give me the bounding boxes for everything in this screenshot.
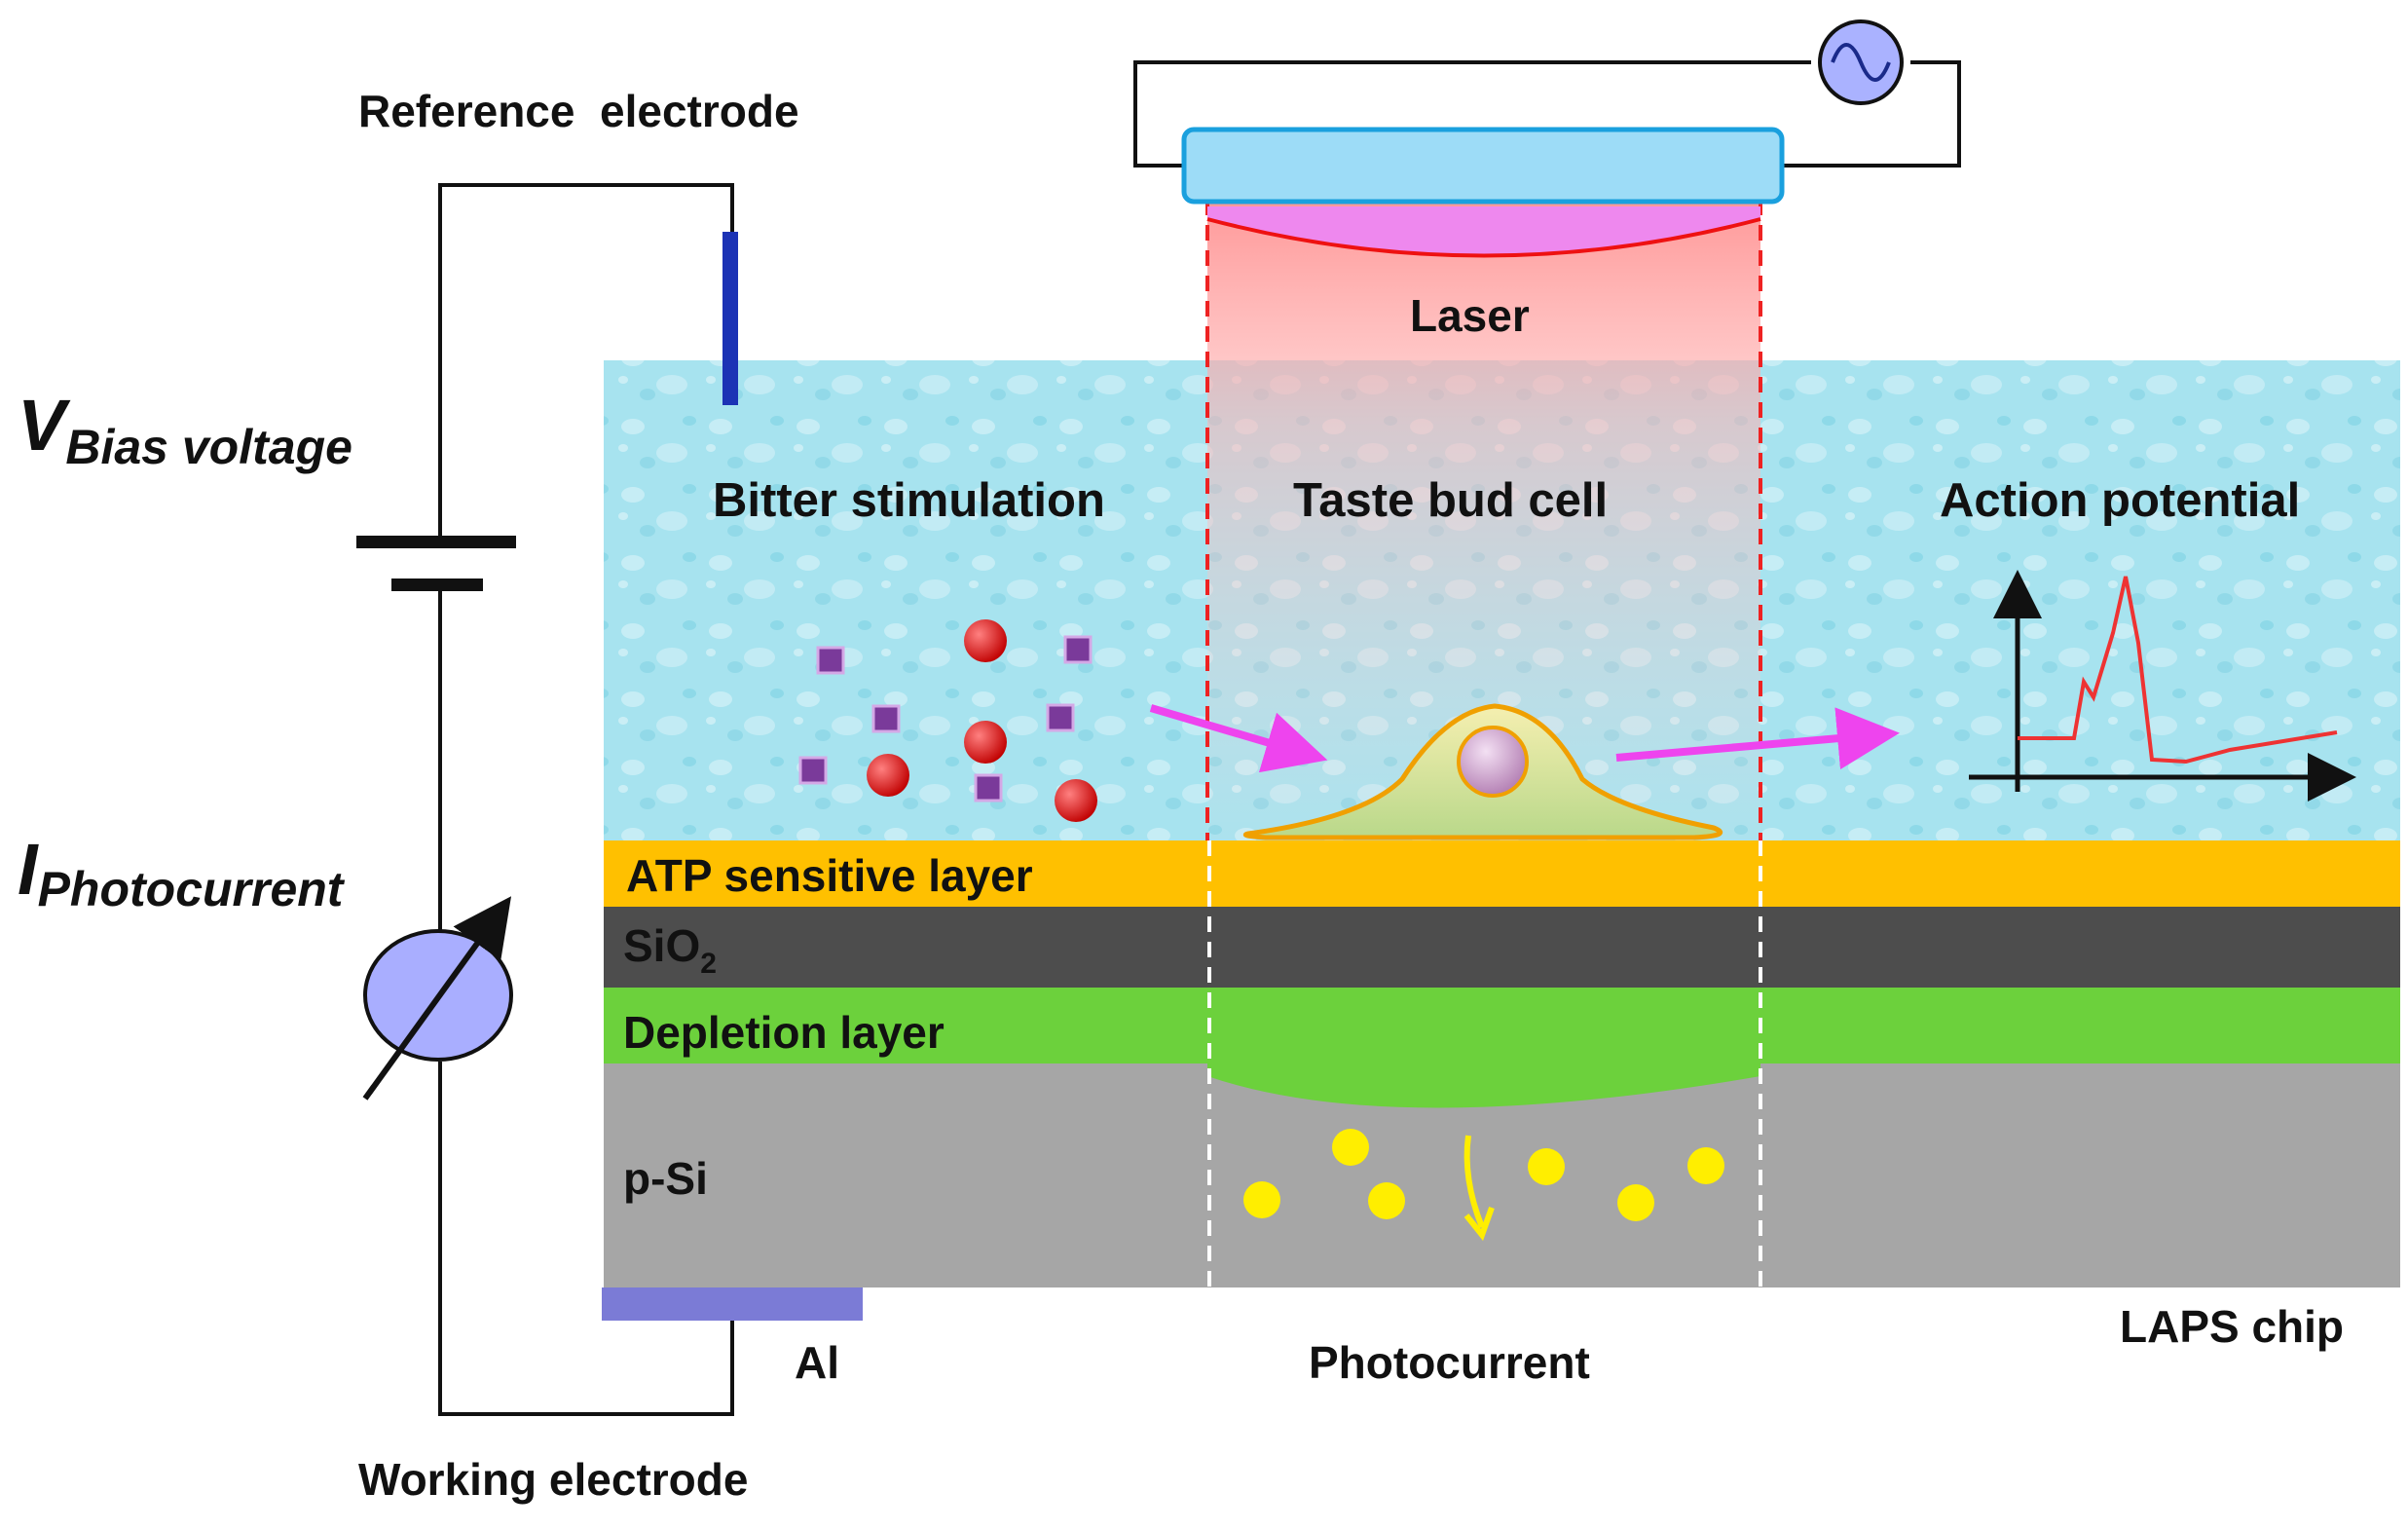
ac-sine-source-icon [1818,19,1904,105]
al-contact [602,1287,863,1321]
cell-nucleus [1457,726,1529,798]
ion-purple [816,646,845,675]
sio2-subscript: 2 [700,948,717,980]
action-potential-label: Action potential [1940,474,2300,527]
laser-lens [1207,206,1760,256]
depletion-bulge [1207,1062,1760,1108]
ion-purple [974,773,1003,802]
laser-circuit [1133,19,1961,205]
atp-layer-label: ATP sensitive layer [626,850,1033,901]
ion-purple [798,756,828,785]
photocurrent-symbol-label: IPhotocurrent [18,829,346,916]
ion-purple [1046,703,1075,732]
ion-purple [871,704,901,733]
stimulus-arrow [1149,704,1328,773]
laps-chip-label: LAPS chip [2120,1301,2344,1352]
signal-arrow [1615,707,1900,770]
external-circuit [438,183,734,1416]
sio2-layer [604,907,2400,988]
battery-icon [356,536,516,591]
laser-label: Laser [1410,290,1530,341]
photocurrent-subscript: Photocurrent [38,862,346,916]
ion-red [867,754,909,797]
bitter-stimulation-label: Bitter stimulation [713,474,1105,527]
p-si-label: p-Si [623,1153,708,1204]
variable-ammeter-icon [362,896,513,1101]
laser-lens-edge [1206,217,1761,258]
taste-bud-cell-label: Taste bud cell [1293,474,1608,527]
reference-electrode-label: Reference electrode [358,86,799,136]
laser-source [1181,127,1785,205]
sio2-label: SiO2 [623,920,717,980]
al-label: Al [795,1337,839,1388]
atp-sensitive-layer [604,840,2400,907]
photo-carriers [1243,1129,1724,1242]
ion-red [964,721,1007,764]
taste-bud-cell [1242,703,1723,840]
working-electrode-label: Working electrode [358,1454,748,1505]
depletion-layer [604,988,2400,1064]
bias-voltage-label: VBias voltage [18,385,352,474]
reference-electrode [722,232,738,405]
spike-waveform-icon [1969,570,2356,802]
bias-voltage-subscript: Bias voltage [65,420,352,474]
depletion-layer-label: Depletion layer [623,1007,945,1058]
ion-red [964,619,1007,662]
ion-red [1055,779,1097,822]
ion-purple [1063,635,1093,664]
bitter-molecules [798,619,1097,822]
photocurrent-label: Photocurrent [1309,1337,1590,1388]
